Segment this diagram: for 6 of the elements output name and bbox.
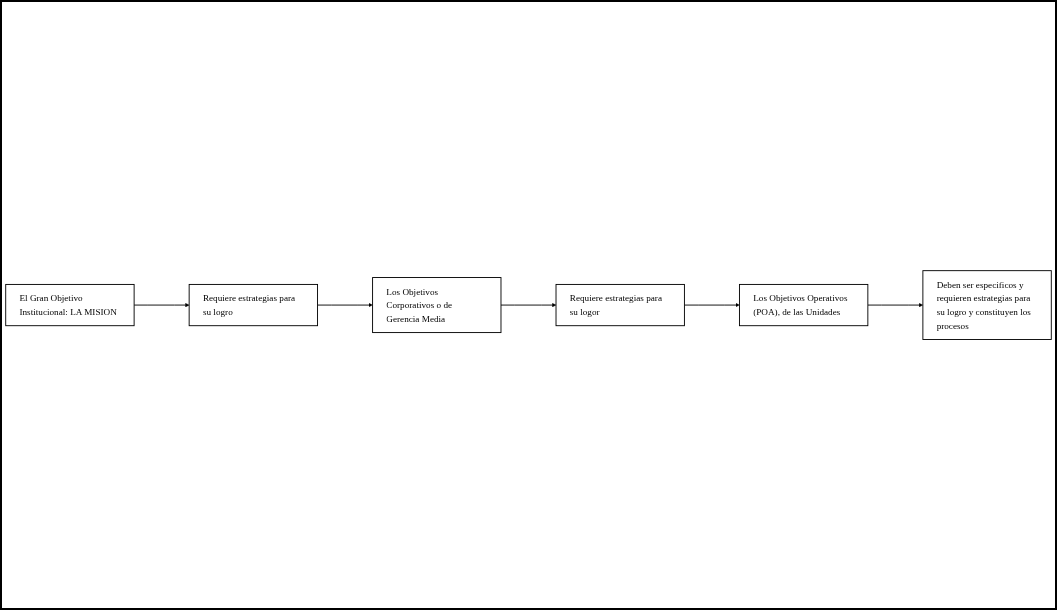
- node-box: Los Objetivos Corporativos o de Gerencia Media: [372, 277, 502, 333]
- node-box: Deben ser especificos y requieren estrategias para su logro y constituyen los procesos: [922, 270, 1052, 340]
- node-box: El Gran Objetivo Institucional: LA MISION: [5, 283, 135, 327]
- node-box: Requiere estrategias para su logor: [555, 283, 685, 327]
- node-box: Requiere estrategias para su logro: [188, 283, 318, 327]
- node-box: Los Objetivos Operativos (POA), de las Unidades: [739, 283, 869, 327]
